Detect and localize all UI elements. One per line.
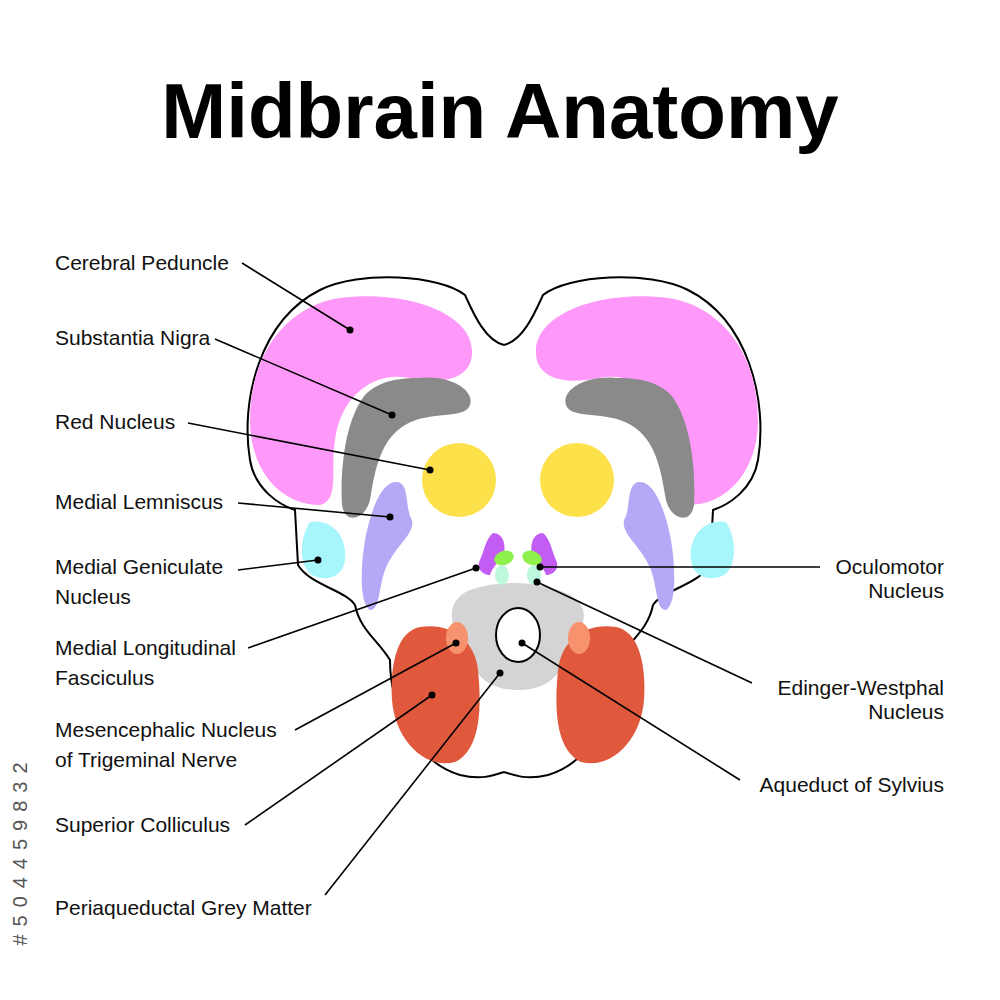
aqueduct-shape <box>496 608 540 662</box>
structure-label: Red Nucleus <box>55 407 455 437</box>
leader-dot <box>429 692 436 699</box>
leader-dot <box>427 467 434 474</box>
leader-line <box>245 695 432 825</box>
stock-id: #504459832 <box>9 754 32 945</box>
midbrain-outline <box>248 277 761 777</box>
oculomotor-nucleus-shape <box>492 548 516 568</box>
medial-geniculate-shape <box>691 521 734 578</box>
mesencephalic-nucleus-shape <box>568 622 590 654</box>
red-nucleus-shape <box>540 443 614 517</box>
leader-line <box>238 503 390 517</box>
leader-line <box>540 566 820 568</box>
structure-label: Periaqueductal Grey Matter <box>55 893 455 923</box>
structure-label: Aqueduct of Sylvius <box>644 773 944 797</box>
structure-label: Superior Colliculus <box>55 810 455 840</box>
outline-right <box>504 277 760 777</box>
leader-line <box>188 423 430 470</box>
leader-dot <box>534 579 541 586</box>
leader-lines <box>188 263 820 895</box>
superior-colliculus-shape <box>392 626 480 763</box>
red-nucleus-shape <box>422 443 496 517</box>
leader-dot <box>473 565 480 572</box>
structure-label: Medial Longitudinal Fasciculus <box>55 633 265 693</box>
medial-lemniscus-shape <box>362 482 413 610</box>
structure-label: Mesencephalic Nucleus of Trigeminal Nerv… <box>55 715 300 775</box>
structure-label: Medial Geniculate Nucleus <box>55 552 255 612</box>
leader-line <box>537 582 752 683</box>
leader-dots <box>315 327 544 699</box>
leader-dot <box>315 557 322 564</box>
medial-geniculate-shape <box>302 521 345 578</box>
leader-dot <box>537 564 544 571</box>
superior-colliculus-shape <box>556 626 644 763</box>
diagram-title: Midbrain Anatomy <box>0 72 1000 150</box>
leader-line <box>248 568 476 648</box>
edinger-westphal-shape <box>495 565 509 585</box>
leader-line <box>522 643 740 780</box>
mesencephalic-nucleus-shape <box>446 622 468 654</box>
structure-label: Edinger-Westphal Nucleus <box>744 676 944 724</box>
structure-label: Oculomotor Nucleus <box>794 555 944 603</box>
leader-line <box>238 560 318 570</box>
structure-label: Substantia Nigra <box>55 323 455 353</box>
leader-line <box>242 263 350 330</box>
structure-label: Medial Lemniscus <box>55 487 455 517</box>
leader-dot <box>453 640 460 647</box>
outline-left <box>248 277 504 777</box>
leader-line <box>325 673 500 895</box>
leader-dot <box>387 514 394 521</box>
leader-dot <box>347 327 354 334</box>
leader-line <box>215 339 392 415</box>
medial-lemniscus-shape <box>624 482 675 610</box>
leader-dot <box>519 640 526 647</box>
structure-label: Cerebral Peduncle <box>55 248 455 278</box>
leader-line <box>295 643 456 730</box>
leader-dot <box>497 670 504 677</box>
leader-dot <box>389 412 396 419</box>
